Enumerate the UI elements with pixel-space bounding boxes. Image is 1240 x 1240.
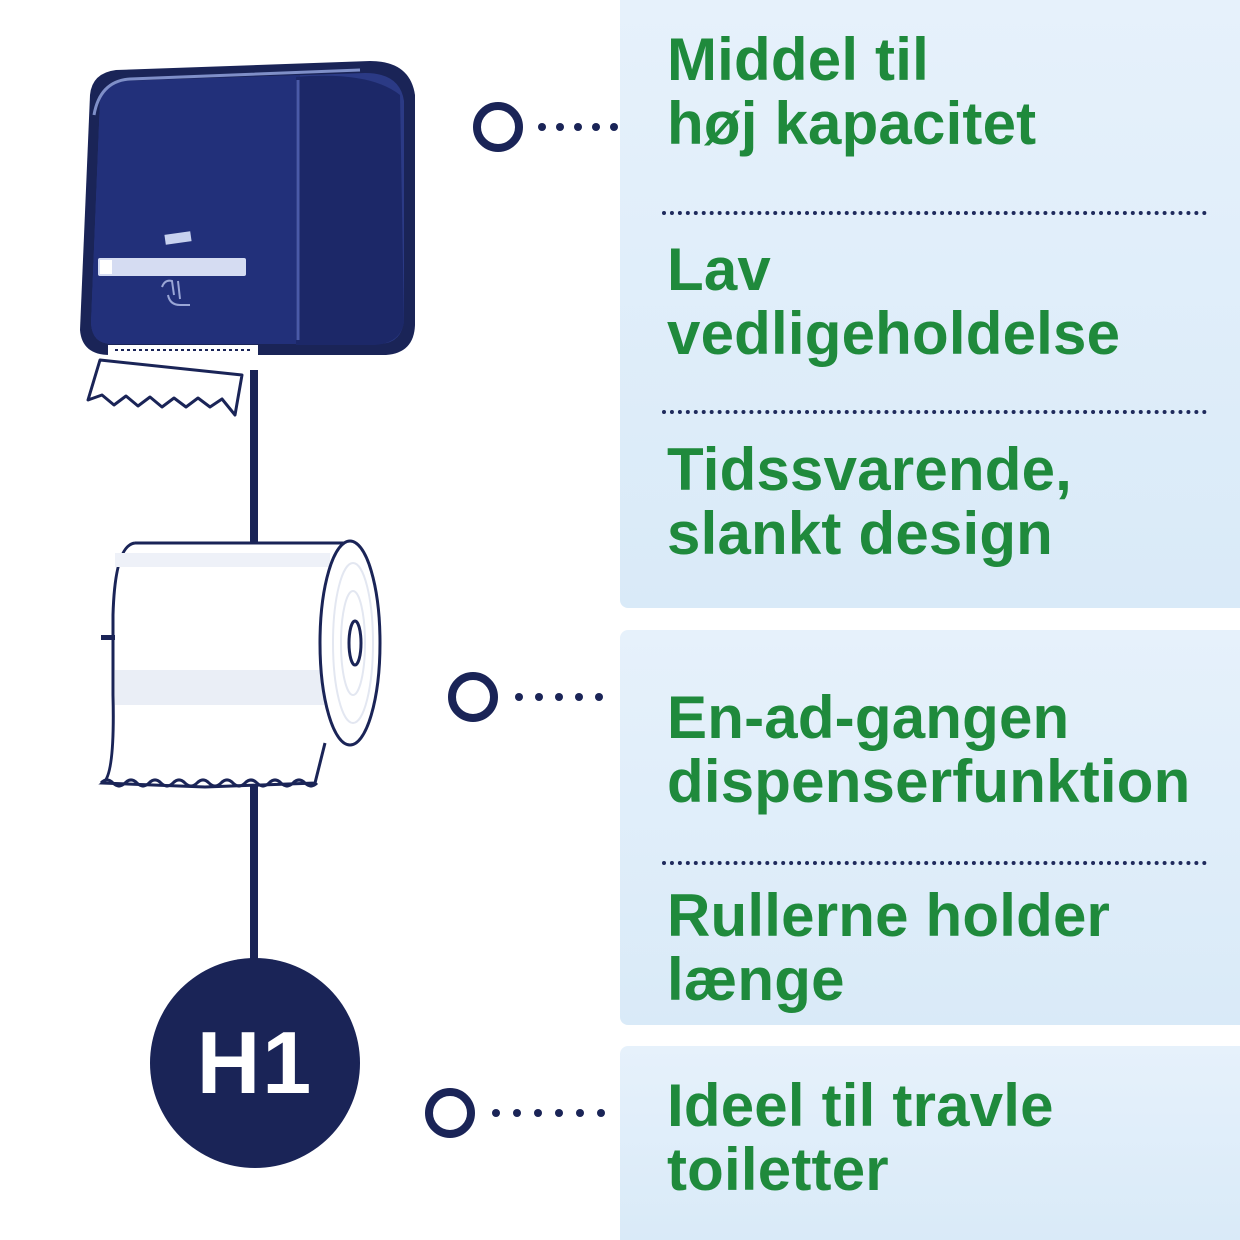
features-panel-bottom — [620, 1046, 1240, 1240]
dispenser-illustration — [80, 61, 415, 417]
feature-divider — [662, 861, 1207, 865]
feature-divider — [662, 410, 1207, 414]
h1-system-badge: H1 — [150, 958, 360, 1168]
feature-one-at-a-time: En-ad-gangen dispenserfunktion — [667, 684, 1191, 815]
feature-modern-design: Tidssvarende, slankt design — [667, 436, 1073, 567]
vertical-connector-line — [250, 780, 258, 980]
vertical-connector-line — [250, 370, 258, 550]
connector-dot-icon — [473, 102, 618, 152]
feature-busy-washrooms: Ideel til travle toiletter — [667, 1072, 1054, 1203]
feature-high-capacity: Middel til høj kapacitet — [667, 26, 1037, 157]
feature-divider — [662, 211, 1207, 215]
paper-roll-illustration — [98, 539, 382, 789]
features-panel-middle — [620, 630, 1240, 1025]
feature-low-maintenance: Lav vedligeholdelse — [667, 236, 1121, 367]
feature-long-lasting-rolls: Rullerne holder længe — [667, 882, 1111, 1013]
connector-dot-icon — [448, 672, 603, 722]
features-panel-top — [620, 0, 1240, 608]
connector-dot-icon — [425, 1088, 605, 1138]
